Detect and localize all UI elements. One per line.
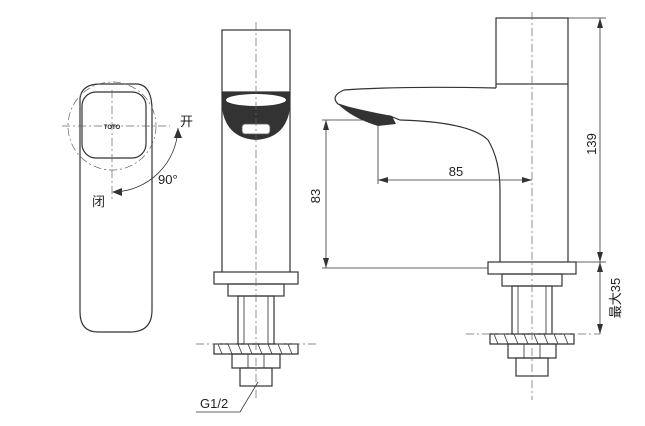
dim-height-value: 83 <box>308 189 323 203</box>
dim-thickness-value: 最大35 <box>608 278 623 318</box>
front-shank <box>237 295 275 345</box>
side-view: 85 83 139 最大35 <box>308 12 623 400</box>
side-body <box>495 84 569 262</box>
rotation-arrowhead-open <box>174 128 182 138</box>
top-view-handle-outline <box>79 83 153 333</box>
label-angle: 90° <box>158 172 178 187</box>
rotation-arrowhead-close <box>112 188 122 196</box>
front-lock-nut <box>213 343 299 355</box>
front-view: G1/2 <box>196 22 316 413</box>
label-open: 开 <box>180 114 193 129</box>
side-spout-shadow <box>338 104 396 126</box>
lever-head <box>81 91 147 159</box>
thread-leader <box>196 381 259 413</box>
label-thread: G1/2 <box>200 396 228 411</box>
top-view: TOTO 开 闭 90° <box>62 81 193 333</box>
front-body <box>221 92 291 272</box>
front-spout-highlight <box>226 94 286 106</box>
dim-reach-value: 85 <box>449 164 463 179</box>
rotation-arc <box>113 127 179 193</box>
label-close: 闭 <box>92 194 105 209</box>
brand-logo: TOTO <box>104 125 121 131</box>
dim-total-value: 139 <box>584 133 599 155</box>
